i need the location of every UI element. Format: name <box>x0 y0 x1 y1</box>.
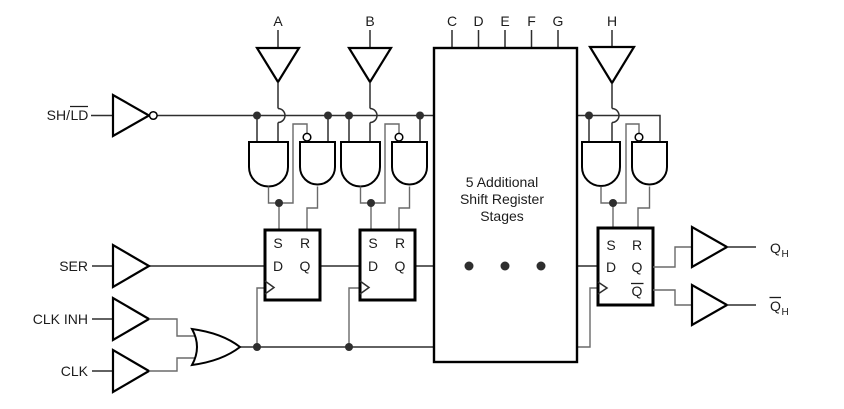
ellipsis-dot <box>536 261 546 271</box>
clk-inh-label: CLK INH <box>33 311 88 327</box>
dff-h-qbar-label: Q <box>632 283 643 299</box>
dff-h-clock-wedge <box>597 281 609 295</box>
qh-bar-label-subscript: H <box>782 307 789 318</box>
complement-bubble-a <box>302 132 312 142</box>
input-a-label: A <box>273 13 283 29</box>
complement-and-gate-a <box>299 141 336 186</box>
qh-label-subscript: H <box>782 249 789 260</box>
stage-h-gates <box>581 123 668 228</box>
clk-input: CLK <box>61 348 198 394</box>
dff-a-q-label: Q <box>300 258 311 274</box>
dff-h-data-label: D <box>606 259 616 275</box>
qh-bar-output: Q H <box>653 283 789 327</box>
wire-jump-h <box>611 107 620 124</box>
ser-buffer <box>111 243 152 289</box>
load-and-gate-h <box>581 141 621 187</box>
top-input-b: B <box>347 13 393 142</box>
ser-input: SER <box>59 243 152 289</box>
inverter-bubble <box>148 110 158 121</box>
wire-jump-a <box>277 107 286 124</box>
complement-bubble-h <box>634 132 644 142</box>
load-and-gate-a <box>248 141 289 188</box>
input-f-label: F <box>527 13 536 29</box>
dff-h-set-label: S <box>606 237 615 253</box>
stages-box-line2: Shift Register <box>460 191 544 207</box>
dff-a-set-label: S <box>273 235 282 251</box>
qh-bar-label: Q <box>770 298 781 314</box>
input-b-label: B <box>365 13 374 29</box>
complement-and-gate-h <box>631 141 668 186</box>
stage-a-gates <box>248 123 336 230</box>
input-c-label: C <box>447 13 457 29</box>
dff-a: S R D Q <box>263 228 322 302</box>
dff-b-set-label: S <box>368 235 377 251</box>
clk-inh-input: CLK INH <box>33 296 198 342</box>
ellipsis-dot <box>464 261 474 271</box>
sh-ld-label-prefix: SH/ <box>47 107 70 123</box>
ellipsis-dot <box>500 261 510 271</box>
input-h-buffer <box>588 45 636 86</box>
wire-jump-b <box>369 107 378 124</box>
stages-box-line3: Stages <box>480 208 524 224</box>
qh-output-buffer <box>690 225 730 269</box>
dff-h: S R D Q Q <box>596 226 655 307</box>
input-h-label: H <box>607 13 617 29</box>
top-inputs-c-to-g: C D E F G <box>447 13 564 48</box>
ser-label: SER <box>59 258 88 274</box>
dff-b-clock-wedge <box>359 280 371 295</box>
clk-inh-buffer <box>111 296 152 342</box>
additional-stages-box: 5 Additional Shift Register Stages <box>432 46 579 364</box>
qh-output: Q H <box>653 225 789 269</box>
load-net <box>157 111 661 142</box>
qh-label: Q <box>770 240 781 256</box>
dff-a-data-label: D <box>273 258 283 274</box>
dff-a-clock-wedge <box>264 280 276 295</box>
input-b-buffer <box>347 46 393 85</box>
clk-buffer <box>111 348 152 394</box>
load-and-gate-b <box>340 141 381 188</box>
clk-label: CLK <box>61 363 89 379</box>
clock-or-gate <box>190 327 242 367</box>
dff-b-q-label: Q <box>395 258 406 274</box>
stages-box-line1: 5 Additional <box>466 174 538 190</box>
input-e-label: E <box>500 13 509 29</box>
complement-and-gate-b <box>391 141 428 186</box>
sh-ld-label-base: LD <box>71 107 89 123</box>
top-input-a: A <box>255 13 301 142</box>
dff-b: S R D Q <box>358 228 417 302</box>
input-g-label: G <box>553 13 564 29</box>
sh-ld-inverter <box>111 93 152 138</box>
dff-a-reset-label: R <box>300 235 310 251</box>
input-d-label: D <box>473 13 483 29</box>
qh-bar-output-buffer <box>690 283 730 327</box>
stage-b-gates <box>340 123 428 230</box>
dff-h-q-label: Q <box>632 259 643 275</box>
dff-h-reset-label: R <box>632 237 642 253</box>
dff-b-reset-label: R <box>395 235 405 251</box>
dff-b-data-label: D <box>368 258 378 274</box>
input-a-buffer <box>255 46 301 85</box>
sh-ld-input: SH/ LD <box>47 93 158 138</box>
complement-bubble-b <box>394 132 404 142</box>
top-input-h: H <box>588 13 636 142</box>
